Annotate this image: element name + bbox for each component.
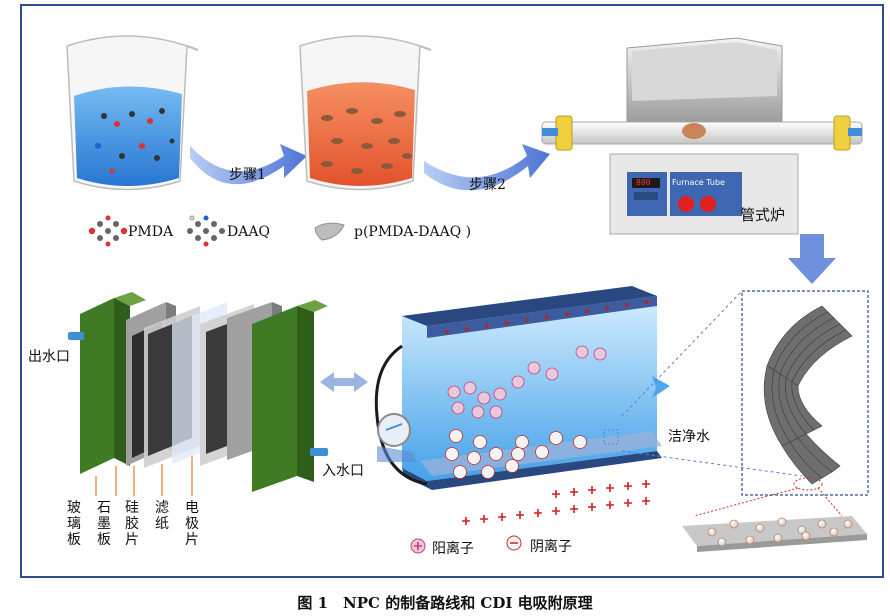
daaq-molecule-icon [187, 215, 225, 247]
cdi-tank [374, 286, 803, 490]
npc-structure-inset [682, 290, 869, 552]
figure-caption: 图 1 NPC 的制备路线和 CDI 电吸附原理 [297, 594, 593, 612]
double-arrow [320, 372, 368, 392]
cation-legend-icon [410, 538, 426, 554]
layer-glass-label: 玻璃板 [67, 500, 81, 548]
beaker-blue [66, 35, 199, 191]
furnace-label: 管式炉 [740, 206, 786, 224]
clean-water-label: 洁净水 [668, 429, 710, 445]
anion-legend-icon [506, 535, 522, 551]
down-arrow [788, 234, 836, 284]
step2-label: 步骤2 [469, 177, 506, 193]
anion-legend-label: 阴离子 [530, 539, 572, 555]
positive-charge-row [462, 480, 650, 525]
step1-label: 步骤1 [229, 167, 266, 183]
layer-filter-label: 滤纸 [155, 500, 169, 532]
furnace-display: 800 [636, 178, 651, 187]
layer-graphite-label: 石墨板 [97, 500, 111, 548]
polymer-label: p(PMDA-DAAQ ) [354, 224, 472, 240]
beaker-orange [299, 35, 432, 191]
step2-arrow [424, 144, 550, 191]
step1-arrow [190, 144, 307, 185]
cation-legend-label: 阳离子 [432, 541, 474, 557]
furnace-tube-label: Furnace Tube [672, 178, 725, 187]
layer-electrode-label: 电极片 [185, 500, 199, 548]
water-outlet-label: 出水口 [28, 349, 70, 365]
polymer-flake-icon [314, 222, 345, 241]
daaq-label: DAAQ [227, 224, 270, 240]
cdi-cell-stack [68, 292, 328, 496]
water-inlet-label: 入水口 [322, 463, 364, 479]
pmda-label: PMDA [128, 224, 174, 240]
pmda-molecule-icon [88, 215, 128, 247]
figure-frame: 步骤1 步骤2 管式炉 Furnace Tube 800 PMDA DAAQ p… [20, 4, 884, 578]
tank-anions [445, 429, 587, 479]
tube-furnace [541, 37, 863, 235]
layer-silicone-label: 硅胶片 [125, 500, 139, 548]
tank-cations [447, 345, 607, 419]
